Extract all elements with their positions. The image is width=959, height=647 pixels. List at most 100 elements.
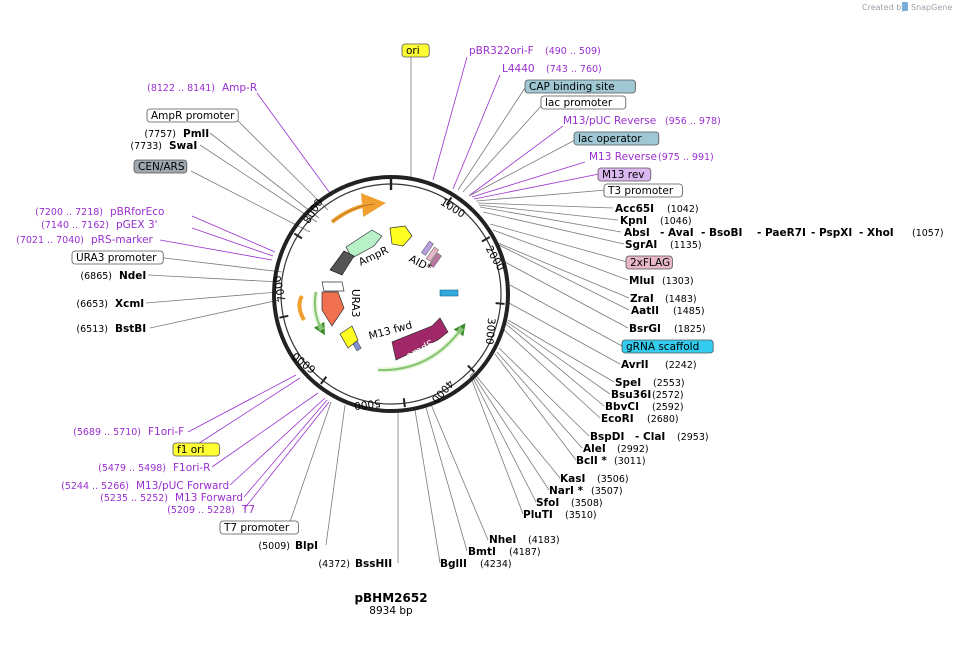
m13-rev-box — [597, 167, 652, 182]
ura3-promoter-box — [71, 250, 164, 265]
primer-label: pGEX 3' — [116, 219, 158, 231]
enzyme-position: (3507) — [591, 486, 623, 497]
primer-coords: (7021 .. 7040) — [16, 235, 84, 246]
enzyme-position: (3510) — [565, 510, 597, 521]
m13-rev-label: M13 rev — [602, 169, 645, 181]
plasmid-length: 8934 bp — [369, 605, 413, 617]
enzyme-label: XcmI — [115, 298, 144, 310]
plasmid-name: pBHM2652 — [354, 591, 427, 605]
primer-coords: (5244 .. 5266) — [61, 481, 129, 492]
primer-label: F1ori-R — [173, 462, 210, 474]
label-leader-lines — [145, 56, 630, 564]
enzyme-label: AvrII — [621, 359, 649, 371]
t3-promoter-label: T3 promoter — [607, 185, 674, 197]
primer-label: F1ori-F — [148, 426, 184, 438]
enzyme-label: BbvCI — [605, 401, 639, 413]
ura3-promoter-label: URA3 promoter — [76, 252, 157, 264]
enzyme-position: (7757) — [144, 129, 176, 140]
enzyme-label: BmtI — [468, 546, 496, 558]
enzyme-label: BspDI — [590, 431, 624, 443]
enzyme-label: PmlI — [183, 128, 209, 140]
enzyme-label: - ClaI — [635, 431, 665, 443]
enzyme-label: - PspXI — [811, 227, 852, 239]
ampr-promoter-box — [146, 108, 239, 123]
enzyme-label: BssHII — [355, 558, 392, 570]
primer-coords: (743 .. 760) — [546, 64, 602, 75]
svg-text:Created by: Created by — [862, 3, 906, 12]
enzyme-position: (4183) — [528, 535, 560, 546]
tick-mark — [495, 302, 505, 305]
enzyme-position: (6513) — [76, 324, 108, 335]
tick-label: 3000 — [483, 317, 497, 345]
primer-coords: (7140 .. 7162) — [41, 220, 109, 231]
enzyme-label: NarI * — [549, 485, 584, 497]
tick-mark — [279, 314, 289, 319]
feature-arrows — [297, 193, 466, 373]
tick-label: 4000 — [429, 377, 456, 405]
enzyme-label: AbsI — [624, 227, 650, 239]
snapgene-watermark: Created by SnapGene — [862, 2, 952, 12]
lac-promoter-box — [540, 95, 627, 110]
tick-label: 8000 — [301, 197, 325, 226]
primer-label: M13 Reverse — [589, 151, 657, 163]
enzyme-label: SwaI — [169, 140, 197, 152]
ori-label: ori — [406, 45, 420, 57]
enzyme-label: MluI — [629, 275, 654, 287]
enzyme-label: SgrAI — [625, 239, 657, 251]
lac-promoter-label: lac promoter — [545, 97, 613, 109]
primer-coords: (8122 .. 8141) — [147, 83, 215, 94]
lac-operator-label: lac operator — [578, 133, 642, 145]
enzyme-label: - PaeR7I — [757, 227, 806, 239]
enzyme-label: NheI — [489, 534, 516, 546]
tick-mark — [481, 236, 491, 243]
enzyme-label: BstBI — [115, 323, 146, 335]
svg-text:SnapGene: SnapGene — [911, 3, 952, 12]
enzyme-position: (1046) — [660, 216, 692, 227]
enzyme-position: (6653) — [76, 299, 108, 310]
enzyme-position: (6865) — [80, 271, 112, 282]
primer-label: M13 Forward — [175, 492, 243, 504]
flag-label: 2xFLAG — [630, 257, 670, 269]
f1-ori-label: f1 ori — [177, 444, 204, 456]
enzyme-position: (3508) — [571, 498, 603, 509]
primer-coords: (5209 .. 5228) — [167, 505, 235, 516]
cap-binding-site-label: CAP binding site — [529, 81, 615, 93]
enzyme-position: (1057) — [912, 228, 944, 239]
enzyme-position: (1485) — [673, 306, 705, 317]
tick-label: 5000 — [353, 396, 381, 411]
enzyme-label: BlpI — [295, 540, 318, 552]
enzyme-position: (1042) — [667, 204, 699, 215]
primer-label: M13/pUC Reverse — [563, 115, 656, 127]
enzyme-position: (2242) — [665, 360, 697, 371]
enzyme-label: KpnI — [620, 215, 647, 227]
tick-label: 7000 — [271, 274, 288, 303]
primer-label: L4440 — [502, 63, 535, 75]
ampr-promoter-label: AmpR promoter — [151, 110, 235, 122]
enzyme-label: NdeI — [119, 270, 146, 282]
enzyme-label: SfoI — [536, 497, 559, 509]
enzyme-position: (4187) — [509, 547, 541, 558]
enzyme-position: (2553) — [653, 378, 685, 389]
tick-mark — [467, 364, 476, 373]
enzyme-position: (3011) — [614, 456, 646, 467]
enzyme-label: BglII — [440, 558, 467, 570]
flag-box — [625, 255, 673, 270]
tick-mark — [402, 398, 406, 408]
enzyme-label: AleI — [583, 443, 606, 455]
primer-label: pRS-marker — [91, 234, 154, 246]
enzyme-label: Acc65I — [615, 203, 654, 215]
cen-ars-label: CEN/ARS — [138, 161, 185, 173]
enzyme-position: (4234) — [480, 559, 512, 570]
tick-mark — [320, 376, 328, 385]
enzyme-position: (2992) — [617, 444, 649, 455]
primer-label: pBRforEco — [110, 206, 164, 218]
primer-label: T7 — [241, 504, 255, 516]
enzyme-label: EcoRI — [601, 413, 634, 425]
enzyme-position: (2953) — [677, 432, 709, 443]
enzyme-label: SpeI — [615, 377, 641, 389]
enzyme-position: (1303) — [662, 276, 694, 287]
t7-promoter-box — [219, 520, 299, 535]
tick-mark — [293, 232, 303, 240]
